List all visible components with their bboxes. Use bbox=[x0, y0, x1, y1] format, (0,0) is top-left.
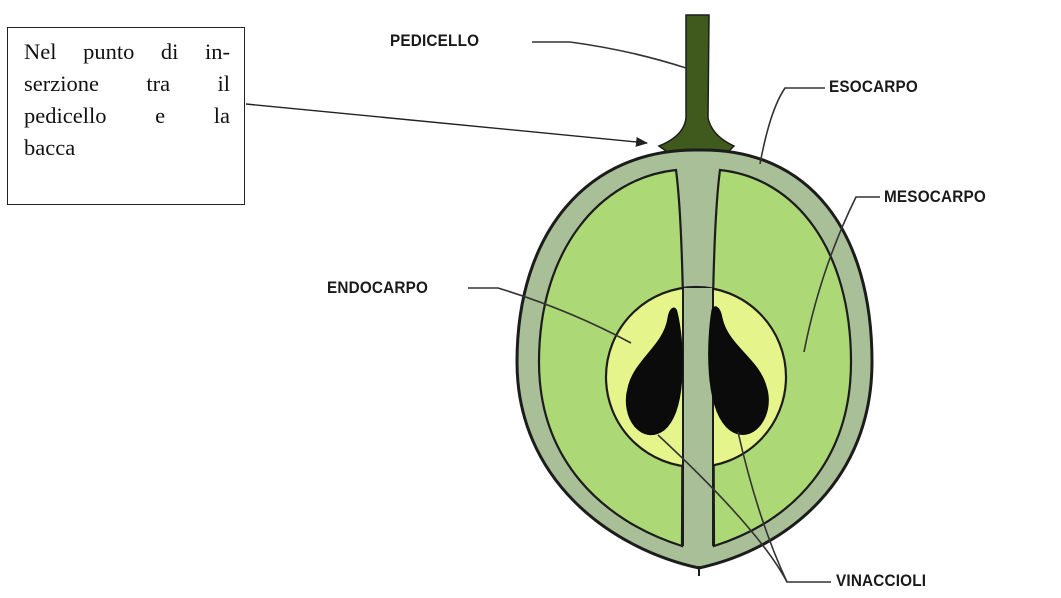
label-esocarpo: ESOCARPO bbox=[829, 77, 918, 97]
label-vinaccioli: VINACCIOLI bbox=[836, 571, 926, 591]
label-mesocarpo: MESOCARPO bbox=[884, 187, 986, 207]
callout-line-1: Nel punto di in- bbox=[24, 36, 230, 68]
callout-line-3: pedicello e la bbox=[24, 100, 230, 132]
pedicel-stem bbox=[659, 15, 734, 162]
label-pedicello: PEDICELLO bbox=[390, 31, 479, 51]
callout-box: Nel punto di in- serzione tra il pedicel… bbox=[7, 27, 245, 205]
callout-line-4: bacca bbox=[24, 132, 230, 164]
leader-pedicello bbox=[532, 42, 686, 68]
callout-line-2: serzione tra il bbox=[24, 68, 230, 100]
label-endocarpo: ENDOCARPO bbox=[327, 278, 428, 298]
leader-esocarpo bbox=[760, 88, 825, 164]
callout-arrow bbox=[246, 104, 647, 143]
